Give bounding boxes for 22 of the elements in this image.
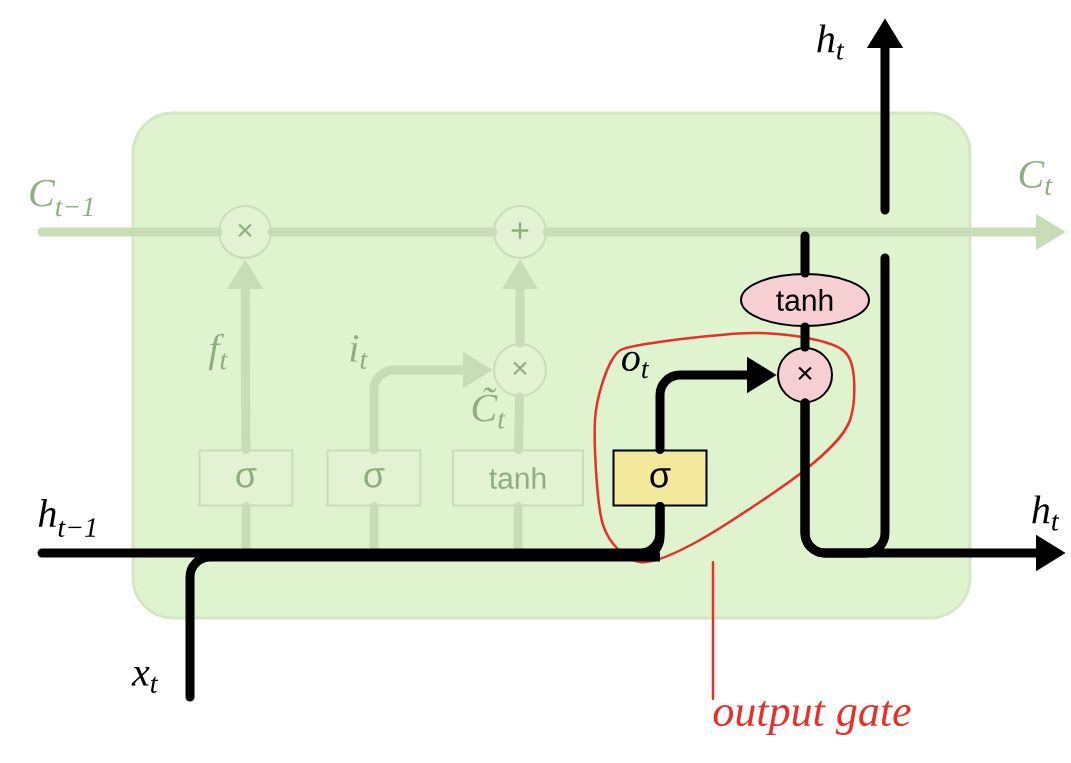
sigma-box: σ: [326, 449, 422, 507]
math-label: x$_{t}$: [131, 667, 159, 693]
cell-state-line: [267, 227, 498, 237]
math-label: h$_{t}$: [1032, 495, 1060, 531]
connector-line: [800, 322, 810, 352]
sigma-box: σ: [198, 449, 294, 507]
outline-loop: [593, 331, 856, 564]
input-line: [185, 502, 665, 702]
math-label: C$_{t}$: [1019, 161, 1053, 195]
math-label: h$_{t}$: [817, 24, 845, 60]
connector-line: [800, 231, 810, 278]
math-label: h$_{t−1}$: [38, 499, 96, 537]
math-label: i$_{t}$: [350, 335, 368, 369]
handwritten-note: output gate: [713, 700, 911, 736]
leader-line: [711, 560, 715, 700]
math-label: o$_{t}$: [622, 351, 650, 379]
sigma-box: σ: [612, 449, 708, 507]
math-label: f$_{t}$: [208, 333, 228, 371]
math-label: C$_{t−1}$: [30, 179, 93, 217]
tanh-box: tanh: [452, 449, 584, 507]
cell-state-line: [37, 227, 223, 237]
connector-line: [514, 392, 524, 454]
